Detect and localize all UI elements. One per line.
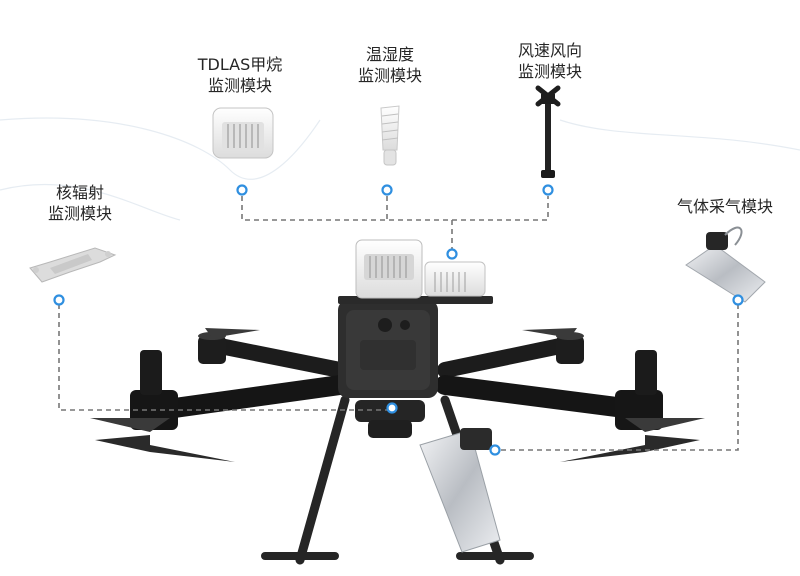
label-radiation: 核辐射 监测模块 xyxy=(30,182,130,224)
connector-dot-tdlas xyxy=(236,184,248,196)
connector-dot-bag xyxy=(489,444,501,456)
drone-icon xyxy=(90,239,705,565)
connector-dot-radiation xyxy=(53,294,65,306)
connector-dots xyxy=(53,184,744,456)
label-wind: 风速风向 监测模块 xyxy=(500,40,600,82)
label-radiation-line1: 核辐射 xyxy=(55,183,104,202)
label-humidity-line2: 监测模块 xyxy=(357,66,422,85)
label-gas-line1: 气体采气模块 xyxy=(676,197,773,216)
connector-lines xyxy=(58,196,739,451)
connector-dot-top-mount xyxy=(446,248,458,260)
label-wind-line1: 风速风向 xyxy=(517,41,582,60)
label-wind-line2: 监测模块 xyxy=(517,62,582,81)
label-gas: 气体采气模块 xyxy=(655,196,795,217)
label-radiation-line2: 监测模块 xyxy=(47,204,112,223)
gas-sampling-bag-icon xyxy=(685,226,766,303)
label-tdlas-line2: 监测模块 xyxy=(207,76,272,95)
connector-dot-wind xyxy=(542,184,554,196)
connector-dot-humidity xyxy=(381,184,393,196)
background-contours xyxy=(0,117,800,221)
label-tdlas: TDLAS甲烷 监测模块 xyxy=(180,54,300,96)
label-humidity: 温湿度 监测模块 xyxy=(340,44,440,86)
anemometer-icon xyxy=(535,85,561,178)
connector-dot-gimbal xyxy=(386,402,398,414)
connector-dot-gas xyxy=(732,294,744,306)
label-tdlas-line1: TDLAS甲烷 xyxy=(197,55,283,74)
radiation-sensor-icon xyxy=(29,247,117,283)
label-humidity-line1: 温湿度 xyxy=(365,45,414,64)
thermo-hygrometer-icon xyxy=(380,105,400,166)
methane-sensor-icon xyxy=(212,107,274,159)
